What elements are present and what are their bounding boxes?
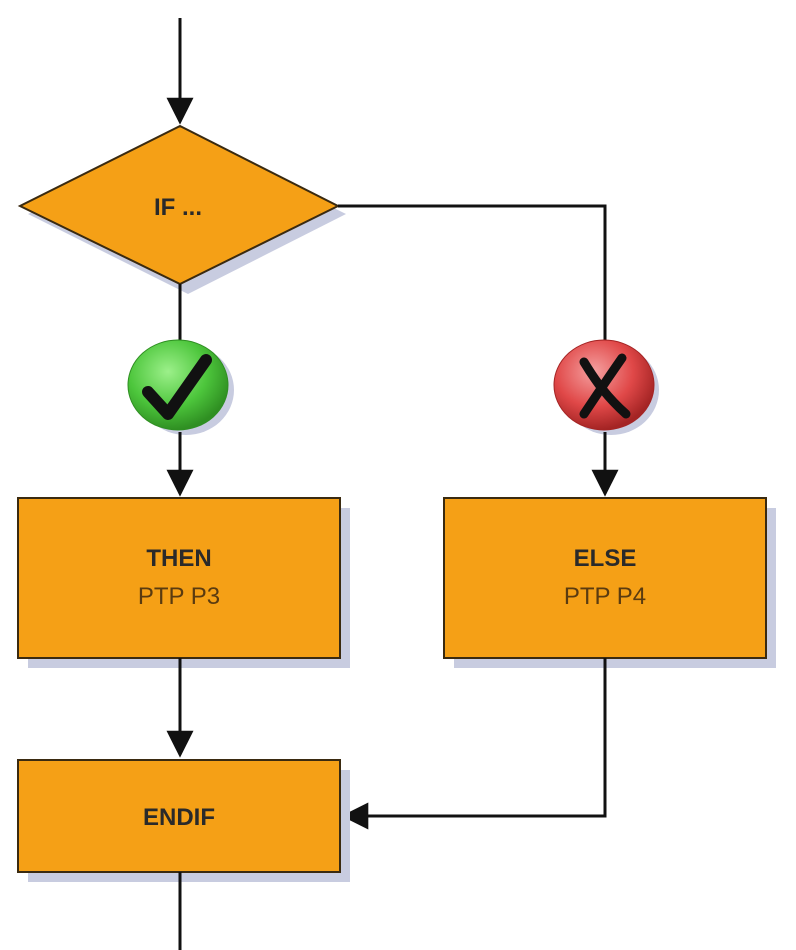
connector-else-endif — [341, 658, 607, 830]
connector-false-upper — [338, 204, 607, 342]
endif-box — [17, 759, 341, 873]
then-box — [17, 497, 341, 659]
endif-title: ENDIF — [143, 804, 215, 831]
else-title: ELSE — [574, 545, 637, 572]
then-title: THEN — [146, 545, 211, 572]
decision-label: IF ... — [154, 194, 202, 221]
cross-icon — [553, 339, 659, 435]
else-subtitle: PTP P4 — [564, 583, 646, 610]
then-subtitle: PTP P3 — [138, 583, 220, 610]
else-box — [443, 497, 767, 659]
check-icon — [127, 339, 234, 435]
